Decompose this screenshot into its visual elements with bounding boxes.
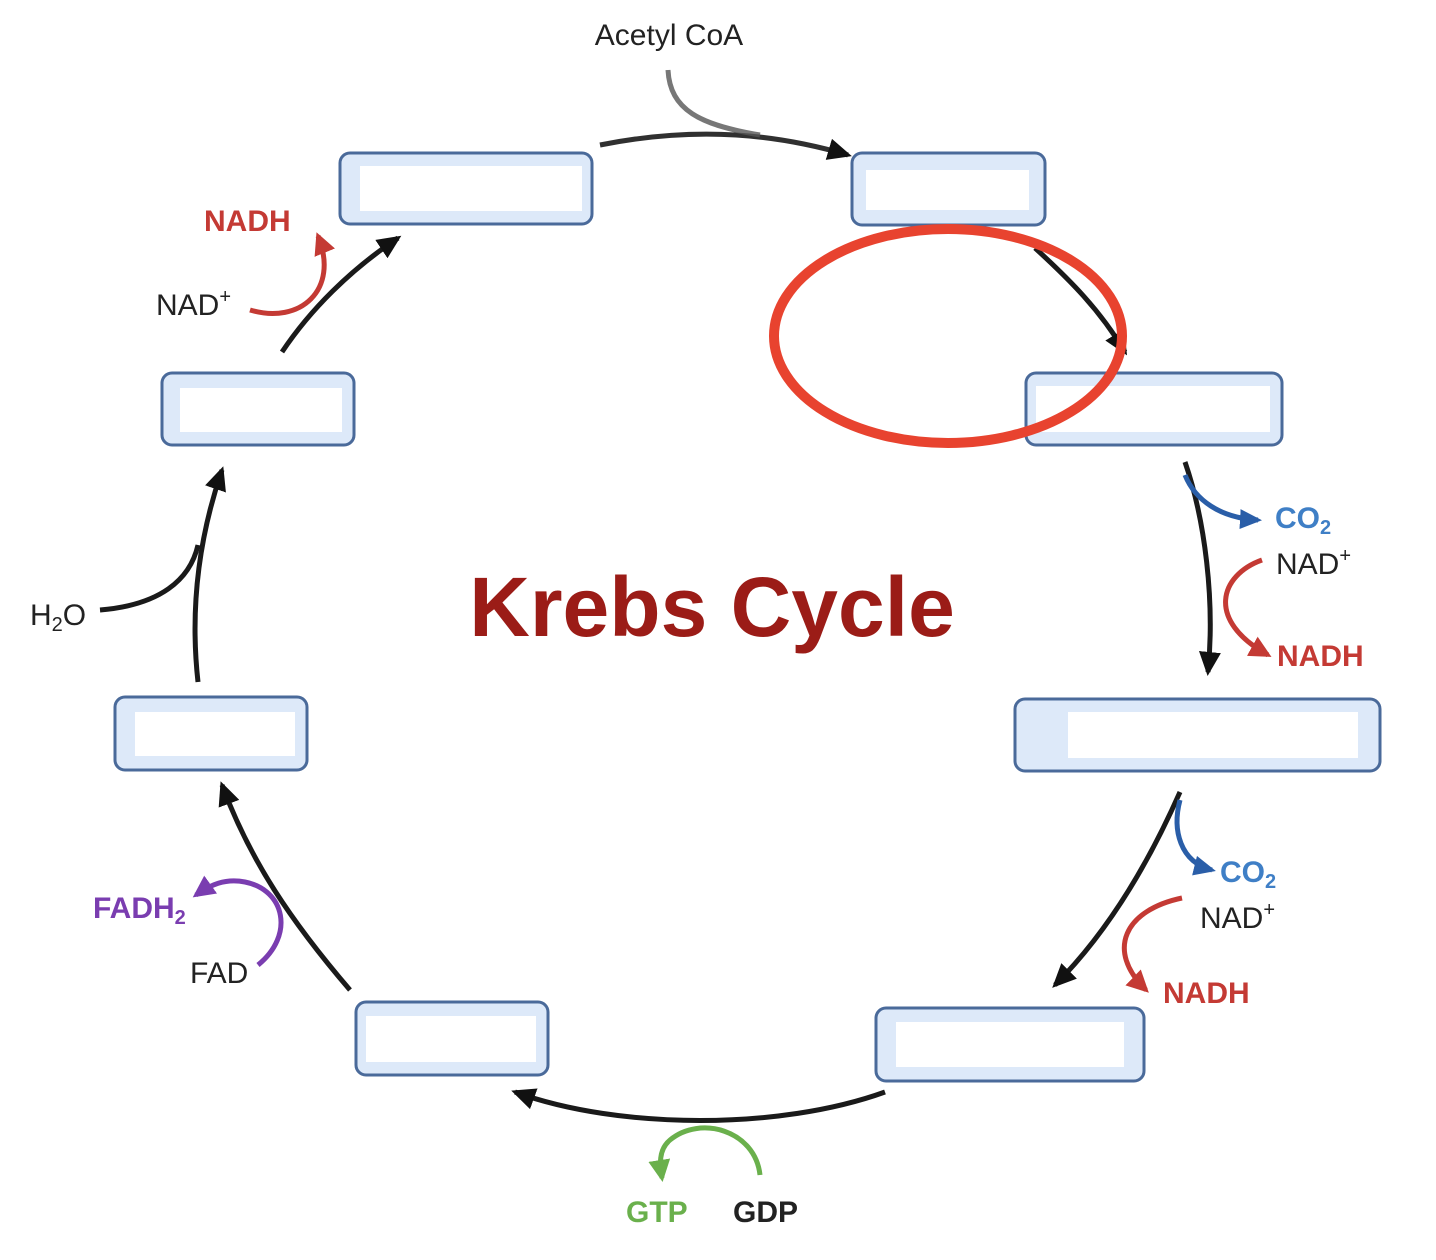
- fadh2-arrow: [192, 875, 284, 967]
- nadh-arrow-step8: [249, 232, 335, 316]
- gtp-arrow: [648, 1125, 763, 1182]
- acetyl-coa-arrow: [665, 69, 761, 138]
- h2o-label: H2O: [30, 599, 86, 636]
- nad-step3-sup: +: [1339, 545, 1351, 567]
- fad-label: FAD: [190, 957, 248, 990]
- intermediate-box-3[interactable]: [1024, 371, 1284, 447]
- fadh2-label: FADH2: [93, 892, 186, 929]
- co2-step3-main: CO: [1275, 502, 1320, 535]
- nad-label-step3: NAD+: [1276, 545, 1351, 581]
- nad-label-step4: NAD+: [1200, 899, 1275, 935]
- nadh-label-step3: NADH: [1277, 640, 1364, 673]
- cycle-arrow-6-7: [218, 781, 352, 992]
- acetyl-coa-label: Acetyl CoA: [595, 19, 743, 52]
- nadh-arrow-step3: [1223, 557, 1272, 658]
- intermediate-box-2[interactable]: [850, 151, 1047, 227]
- h2o-label-tail: O: [63, 599, 86, 632]
- cycle-arrow-4-5: [1052, 790, 1183, 988]
- co2-arrow-step3: [1182, 474, 1262, 530]
- cycle-arrow-1-2: [599, 131, 852, 160]
- nad-step4-main: NAD: [1200, 902, 1263, 935]
- cycle-arrow-5-6: [511, 1088, 886, 1123]
- diagram-title: Krebs Cycle: [469, 560, 955, 654]
- co2-label-step3: CO2: [1275, 502, 1331, 539]
- h2o-label-main: H: [30, 599, 52, 632]
- intermediate-box-6[interactable]: [354, 1000, 550, 1077]
- nadh-arrow-step4: [1121, 895, 1183, 993]
- intermediate-box-7[interactable]: [113, 695, 309, 772]
- fadh2-main: FADH: [93, 892, 175, 925]
- nad-step8-main: NAD: [156, 289, 219, 322]
- intermediate-box-8[interactable]: [160, 371, 356, 447]
- cycle-arrow-2-3: [1033, 246, 1128, 356]
- nad-step4-sup: +: [1263, 899, 1275, 921]
- h2o-input-arrow: [99, 544, 201, 613]
- intermediate-box-1[interactable]: [338, 151, 594, 226]
- co2-step3-sub: 2: [1320, 517, 1331, 539]
- h2o-label-sub: 2: [52, 614, 63, 636]
- gtp-label: GTP: [626, 1196, 688, 1229]
- nadh-label-step4: NADH: [1163, 977, 1250, 1010]
- co2-label-step4: CO2: [1220, 856, 1276, 893]
- gdp-label: GDP: [733, 1196, 798, 1229]
- cycle-arrow-8-1: [279, 235, 402, 354]
- intermediate-box-5[interactable]: [874, 1006, 1146, 1083]
- fadh2-sub: 2: [175, 907, 186, 929]
- nad-label-step8: NAD+: [156, 286, 231, 322]
- co2-arrow-step4: [1174, 799, 1216, 876]
- nad-step3-main: NAD: [1276, 548, 1339, 581]
- co2-step4-main: CO: [1220, 856, 1265, 889]
- co2-step4-sub: 2: [1265, 871, 1276, 893]
- cycle-arrow-7-8: [192, 466, 226, 683]
- highlight-circle: [769, 224, 1127, 448]
- nad-step8-sup: +: [219, 286, 231, 308]
- intermediate-box-4[interactable]: [1013, 697, 1382, 773]
- nadh-label-step8: NADH: [204, 205, 291, 238]
